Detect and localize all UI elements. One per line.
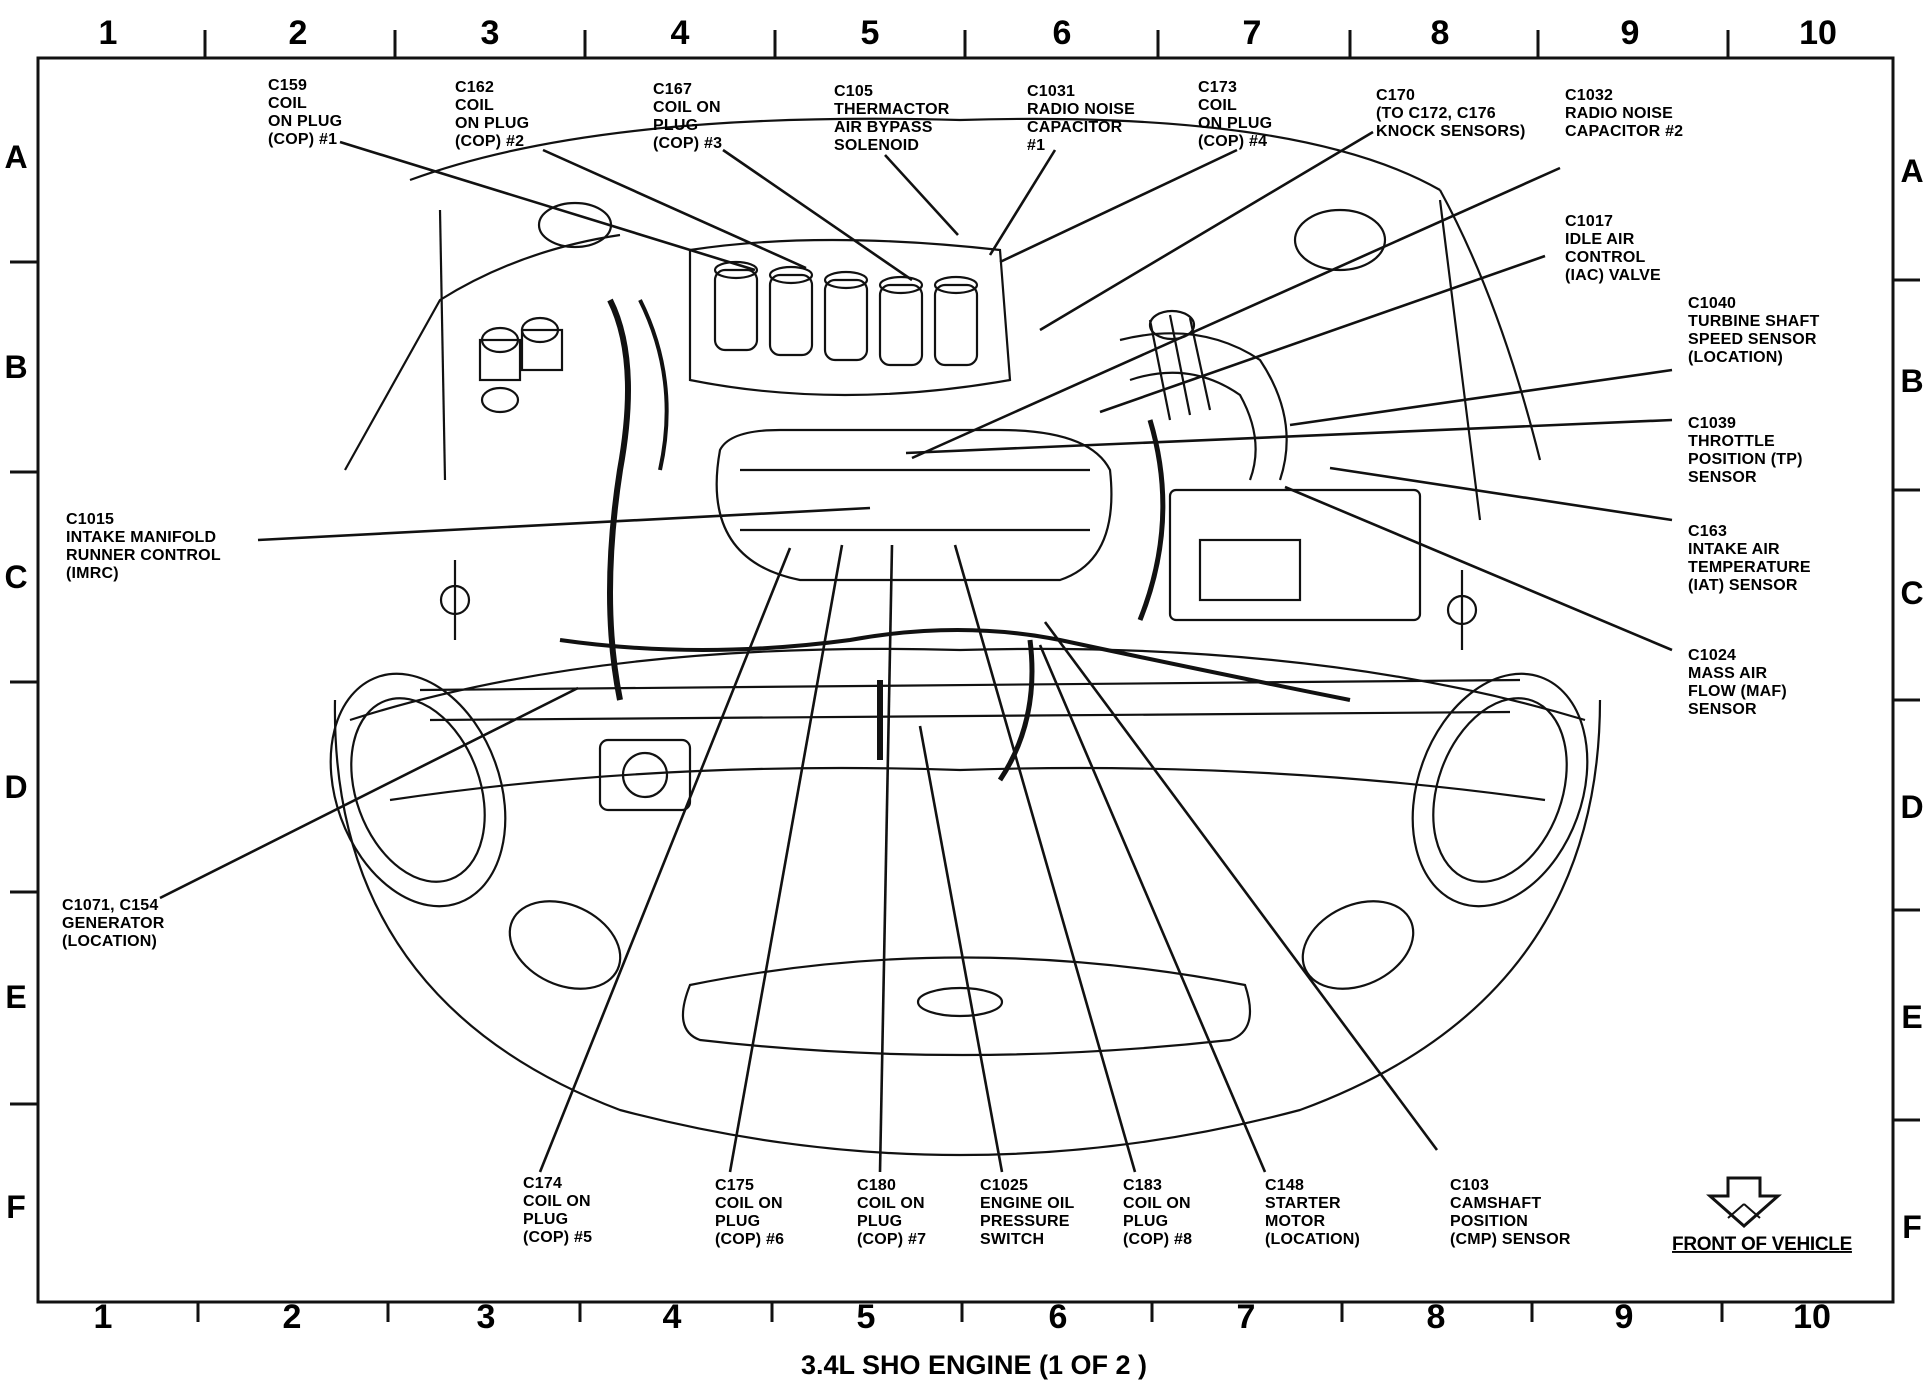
leader-c174 xyxy=(538,547,792,1173)
col-label: 7 xyxy=(1237,1298,1256,1336)
col-label: 2 xyxy=(289,14,308,52)
col-label: 9 xyxy=(1621,14,1640,52)
row-label: B xyxy=(4,349,27,385)
leader-c167 xyxy=(722,148,913,282)
row-label: B xyxy=(1900,363,1923,399)
leader-c163 xyxy=(1329,466,1673,522)
callout-c170: C170(TO C172, C176 KNOCK SENSORS) xyxy=(1376,87,1525,140)
col-label: 4 xyxy=(663,1298,682,1336)
col-label: 8 xyxy=(1431,14,1450,52)
leader-lines xyxy=(159,130,1673,1173)
leader-c148 xyxy=(1038,644,1267,1173)
col-label: 2 xyxy=(283,1298,302,1336)
page-title: 3.4L SHO ENGINE (1 OF 2 ) xyxy=(801,1350,1147,1380)
leader-c1015 xyxy=(257,506,871,542)
row-label: F xyxy=(6,1189,26,1225)
leader-c1032 xyxy=(911,166,1561,460)
row-label: D xyxy=(4,769,27,805)
leader-c159 xyxy=(339,140,756,272)
leader-c175 xyxy=(728,544,844,1173)
leader-c1039 xyxy=(905,418,1673,455)
leader-c183 xyxy=(953,544,1137,1173)
leader-c173 xyxy=(999,148,1238,264)
leader-c180 xyxy=(878,544,894,1173)
leader-c1071 xyxy=(159,686,579,900)
front-arrow-icon xyxy=(1706,1176,1782,1229)
leader-c1024 xyxy=(1284,485,1673,652)
leader-c1040 xyxy=(1289,368,1673,427)
col-label: 4 xyxy=(671,14,690,52)
row-label: F xyxy=(1902,1209,1922,1245)
col-label: 6 xyxy=(1049,1298,1068,1336)
column-labels-bottom: 1 2 3 4 5 6 7 8 9 10 xyxy=(94,1298,1831,1336)
col-label: 3 xyxy=(481,14,500,52)
col-label: 7 xyxy=(1243,14,1262,52)
engine-illustration xyxy=(329,117,1602,1157)
col-label: 5 xyxy=(857,1298,876,1336)
leader-c1031 xyxy=(988,149,1057,256)
row-label: E xyxy=(5,979,26,1015)
column-labels-top: 1 2 3 4 5 6 7 8 9 10 xyxy=(99,14,1837,52)
row-label: C xyxy=(4,559,27,595)
row-labels-right: A B C D E F xyxy=(1900,153,1923,1245)
col-label: 1 xyxy=(94,1298,113,1336)
col-label: 5 xyxy=(861,14,880,52)
col-label: 8 xyxy=(1427,1298,1446,1336)
col-label: 6 xyxy=(1053,14,1072,52)
col-label: 3 xyxy=(477,1298,496,1336)
leader-c162 xyxy=(542,148,807,270)
row-label: A xyxy=(4,139,27,175)
grid-ticks xyxy=(10,30,1920,1322)
leader-c1017 xyxy=(1099,254,1546,414)
row-label: D xyxy=(1900,789,1923,825)
col-label: 9 xyxy=(1615,1298,1634,1336)
leader-c105 xyxy=(884,154,959,236)
col-label: 1 xyxy=(99,14,118,52)
leader-c1025 xyxy=(918,725,1004,1173)
leader-c103 xyxy=(1043,621,1439,1151)
row-labels-left: A B C D E F xyxy=(4,139,27,1225)
col-label: 10 xyxy=(1793,1298,1831,1336)
row-label: A xyxy=(1900,153,1923,189)
leader-c170 xyxy=(1039,130,1374,332)
row-label: E xyxy=(1901,999,1922,1035)
front-of-vehicle-label: FRONT OF VEHICLE xyxy=(1672,1234,1852,1255)
col-label: 10 xyxy=(1799,14,1837,52)
row-label: C xyxy=(1900,575,1923,611)
